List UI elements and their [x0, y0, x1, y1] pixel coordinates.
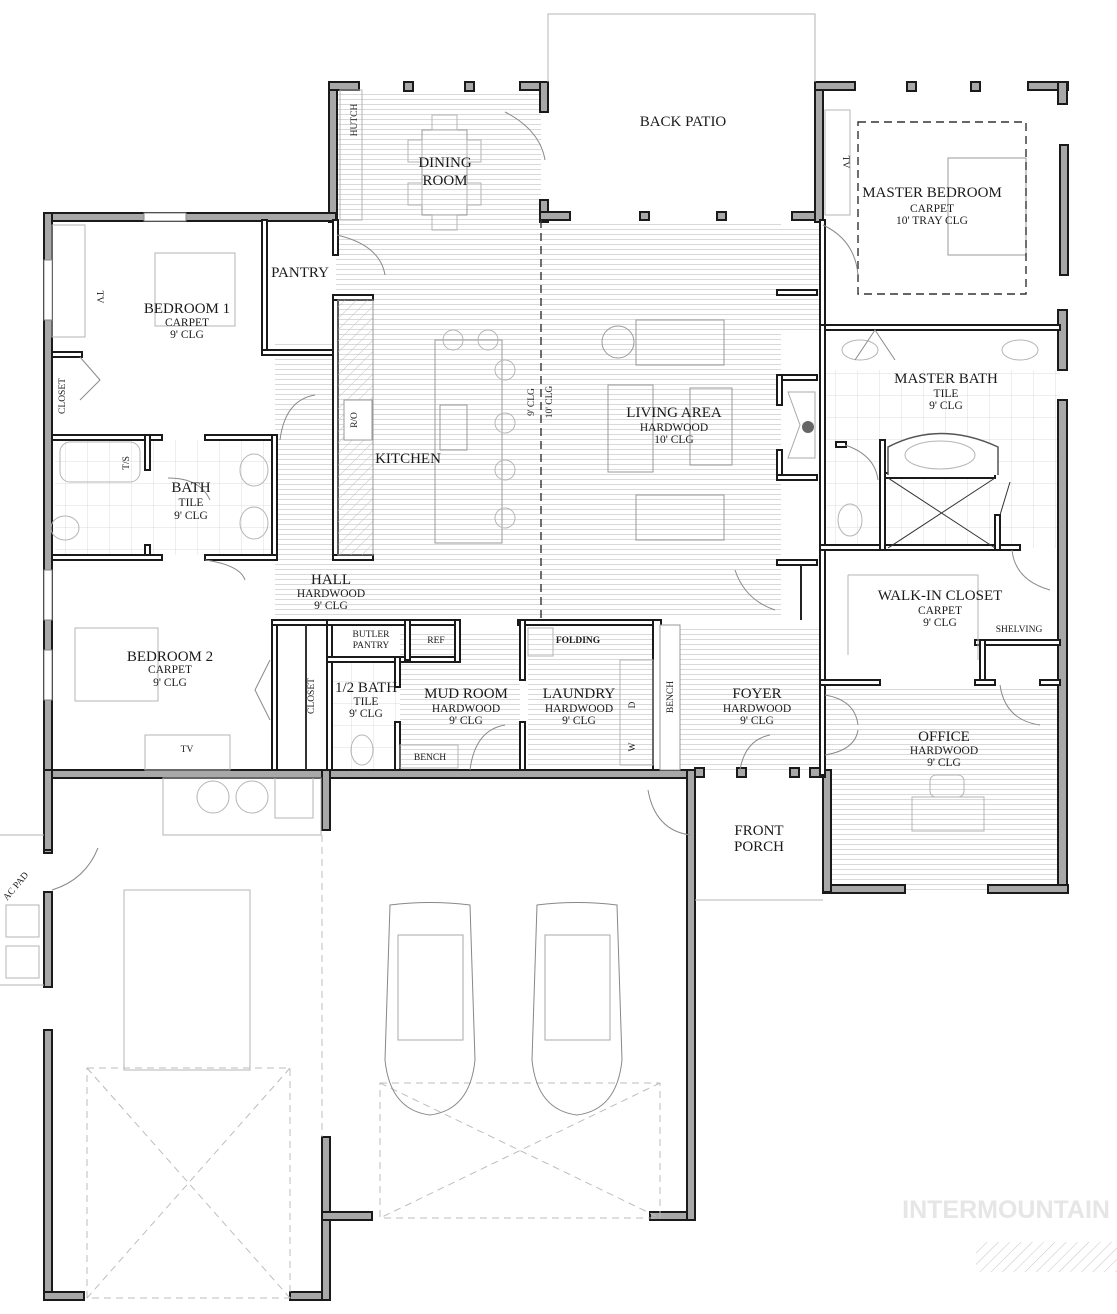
label-butler-pantry-2: PANTRY [353, 641, 390, 651]
ac-unit [5, 945, 40, 979]
label-hutch: HUTCH [350, 104, 360, 137]
label-walk-in-closet: WALK-IN CLOSET [878, 588, 1003, 604]
laundry-floor [528, 630, 653, 770]
label-butler-pantry-1: BUTLER [353, 630, 391, 640]
label-front-porch-2: PORCH [734, 839, 784, 855]
label-laundry-ceiling: 9' CLG [562, 715, 596, 727]
label-master-tv: TV [840, 156, 850, 169]
bath-floor [55, 440, 275, 555]
label-mud-room-ceiling: 9' CLG [449, 715, 483, 727]
label-ac-pad: AC PAD [2, 870, 31, 902]
label-half-bath-ceiling: 9' CLG [349, 708, 383, 720]
label-shelving: SHELVING [996, 625, 1043, 635]
label-foyer-ceiling: 9' CLG [740, 715, 774, 727]
label-laundry-floor: HARDWOOD [545, 703, 613, 715]
label-living-area: LIVING AREA [626, 405, 722, 421]
label-mud-bench: BENCH [414, 753, 446, 763]
label-washer: W [628, 742, 638, 751]
label-master-bedroom-floor: CARPET [910, 203, 954, 215]
interior-walls [51, 219, 1061, 776]
label-kitchen: KITCHEN [375, 451, 441, 467]
label-dryer: D [628, 701, 638, 708]
label-laundry: LAUNDRY [543, 686, 616, 702]
label-hall-floor: HARDWOOD [297, 588, 365, 600]
label-master-bath: MASTER BATH [894, 371, 998, 387]
label-ceiling-10: 10' CLG [545, 386, 555, 419]
label-walk-in-closet-ceiling: 9' CLG [923, 617, 957, 629]
label-pantry: PANTRY [271, 265, 329, 281]
label-bedroom-2-closet: CLOSET [307, 678, 317, 714]
fixtures [0, 13, 1117, 1299]
label-front-porch: FRONT [734, 823, 783, 839]
label-bedroom-1-closet: CLOSET [58, 378, 68, 414]
label-dining-room: DINING [418, 155, 471, 171]
label-back-patio: BACK PATIO [640, 114, 727, 130]
label-dining-room-2: ROOM [422, 173, 467, 189]
label-bedroom-2: BEDROOM 2 [127, 649, 213, 665]
label-bedroom-2-tv: TV [181, 745, 194, 755]
label-bath: BATH [171, 480, 210, 496]
label-foyer: FOYER [732, 686, 781, 702]
label-bath-ceiling: 9' CLG [174, 510, 208, 522]
half-bath-floor [330, 660, 400, 770]
label-bedroom-2-floor: CARPET [148, 664, 192, 676]
label-hall-ceiling: 9' CLG [314, 600, 348, 612]
label-bath-floor: TILE [179, 497, 204, 509]
car-left-icon [384, 902, 476, 1116]
label-master-bedroom-ceiling: 10' TRAY CLG [896, 215, 968, 227]
label-bedroom-1-tv: TV [94, 291, 104, 304]
label-tub-shower: T/S [122, 456, 132, 470]
label-bedroom-1: BEDROOM 1 [144, 301, 230, 317]
label-master-bedroom: MASTER BEDROOM [862, 185, 1002, 201]
watermark: INTERMOUNTAIN [902, 1196, 1110, 1224]
office-floor [825, 685, 1060, 893]
label-half-bath-floor: TILE [354, 696, 379, 708]
label-walk-in-closet-floor: CARPET [918, 605, 962, 617]
label-living-area-ceiling: 10' CLG [654, 434, 693, 446]
doors [51, 111, 1051, 891]
label-range-oven: R/O [350, 412, 360, 428]
room-labels: BACK PATIO DINING ROOM HUTCH MASTER BEDR… [2, 104, 1110, 1224]
label-ref: REF [427, 636, 444, 646]
exterior-walls [43, 81, 1069, 1301]
label-master-bath-floor: TILE [934, 388, 959, 400]
label-master-bath-ceiling: 9' CLG [929, 400, 963, 412]
label-mud-room: MUD ROOM [424, 686, 508, 702]
label-foyer-bench: BENCH [666, 681, 676, 713]
label-bedroom-2-ceiling: 9' CLG [153, 677, 187, 689]
label-folding: FOLDING [556, 636, 601, 646]
car-right-icon [531, 902, 623, 1116]
label-mud-room-floor: HARDWOOD [432, 703, 500, 715]
label-half-bath: 1/2 BATH [335, 680, 397, 696]
label-office-ceiling: 9' CLG [927, 757, 961, 769]
kitchen-living-floor [336, 220, 781, 615]
label-office: OFFICE [918, 729, 970, 745]
label-bedroom-1-ceiling: 9' CLG [170, 329, 204, 341]
label-living-area-floor: HARDWOOD [640, 422, 708, 434]
ac-unit [5, 904, 40, 938]
material-swatch [976, 1242, 1117, 1272]
label-ceiling-9: 9' CLG [527, 388, 537, 416]
label-hall: HALL [311, 572, 351, 588]
label-bedroom-1-floor: CARPET [165, 317, 209, 329]
label-foyer-floor: HARDWOOD [723, 703, 791, 715]
label-office-floor: HARDWOOD [910, 745, 978, 757]
hall-floor [275, 340, 337, 615]
